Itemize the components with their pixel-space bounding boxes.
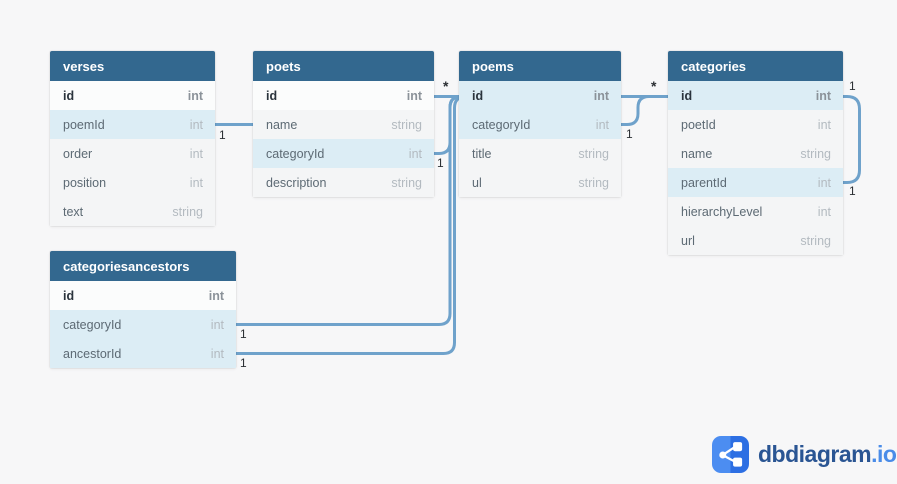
- field-row-verses-id[interactable]: id int: [50, 81, 215, 110]
- field-name: name: [681, 146, 713, 161]
- field-row-categoriesancestors-id[interactable]: id int: [50, 281, 236, 310]
- table-poets[interactable]: poets id int name string categoryId int …: [253, 51, 434, 197]
- dbdiagram-logo-icon: [712, 436, 749, 473]
- field-type: int: [406, 88, 422, 103]
- table-header[interactable]: verses: [50, 51, 215, 81]
- share-branch-icon: [719, 442, 743, 467]
- field-row-poets-description[interactable]: description string: [253, 168, 434, 197]
- field-name: categoryId: [266, 146, 325, 161]
- field-type: int: [187, 88, 203, 103]
- table-categoriesancestors[interactable]: categoriesancestors id int categoryId in…: [50, 251, 236, 368]
- table-title: categories: [681, 58, 747, 74]
- field-name: title: [472, 146, 492, 161]
- field-row-poems-ul[interactable]: ul string: [459, 168, 621, 197]
- table-header[interactable]: poets: [253, 51, 434, 81]
- field-row-categories-parentId[interactable]: parentId int: [668, 168, 843, 197]
- field-row-verses-poemId[interactable]: poemId int: [50, 110, 215, 139]
- field-type: int: [408, 146, 422, 161]
- field-row-poems-categoryId[interactable]: categoryId int: [459, 110, 621, 139]
- field-type: int: [817, 175, 831, 190]
- field-type: string: [578, 146, 609, 161]
- field-type: string: [391, 175, 422, 190]
- logo-tld: .io: [871, 441, 897, 467]
- field-name: id: [472, 88, 484, 103]
- field-name: order: [63, 146, 93, 161]
- relationship-line-categories-self[interactable]: [843, 95, 861, 184]
- field-row-verses-order[interactable]: order int: [50, 139, 215, 168]
- field-type: int: [593, 88, 609, 103]
- field-row-poems-id[interactable]: id int: [459, 81, 621, 110]
- field-row-categories-id[interactable]: id int: [668, 81, 843, 110]
- field-name: text: [63, 204, 84, 219]
- field-name: parentId: [681, 175, 727, 190]
- table-title: poems: [472, 58, 514, 74]
- field-row-categories-poetId[interactable]: poetId int: [668, 110, 843, 139]
- field-name: id: [681, 88, 693, 103]
- table-verses[interactable]: verses id int poemId int order int posit…: [50, 51, 215, 226]
- field-name: position: [63, 175, 107, 190]
- table-poems[interactable]: poems id int categoryId int title string…: [459, 51, 621, 197]
- field-name: url: [681, 233, 695, 248]
- table-body: id int poemId int order int position int…: [50, 81, 215, 226]
- field-row-verses-text[interactable]: text string: [50, 197, 215, 226]
- field-row-poets-name[interactable]: name string: [253, 110, 434, 139]
- field-row-verses-position[interactable]: position int: [50, 168, 215, 197]
- field-name: categoryId: [472, 117, 531, 132]
- table-body: id int categoryId int ancestorId int: [50, 281, 236, 368]
- relationship-line-categoriesancestors-categoryid-categories[interactable]: [236, 95, 668, 326]
- table-body: id int name string categoryId int descri…: [253, 81, 434, 197]
- field-name: id: [63, 88, 75, 103]
- table-body: id int poetId int name string parentId i…: [668, 81, 843, 255]
- field-row-categoriesancestors-categoryId[interactable]: categoryId int: [50, 310, 236, 339]
- relationship-line-poems-categories[interactable]: [621, 95, 668, 126]
- logo-brand: dbdiagram: [758, 441, 872, 467]
- field-name: description: [266, 175, 327, 190]
- field-name: hierarchyLevel: [681, 204, 763, 219]
- field-type: int: [210, 317, 224, 332]
- field-type: string: [172, 204, 203, 219]
- field-type: int: [189, 175, 203, 190]
- field-type: int: [208, 288, 224, 303]
- field-type: int: [189, 117, 203, 132]
- field-type: int: [189, 146, 203, 161]
- field-name: ancestorId: [63, 346, 122, 361]
- field-type: string: [800, 233, 831, 248]
- field-name: ul: [472, 175, 482, 190]
- field-row-categoriesancestors-ancestorId[interactable]: ancestorId int: [50, 339, 236, 368]
- field-row-categories-hierarchyLevel[interactable]: hierarchyLevel int: [668, 197, 843, 226]
- table-body: id int categoryId int title string ul st…: [459, 81, 621, 197]
- field-row-categories-name[interactable]: name string: [668, 139, 843, 168]
- field-type: int: [817, 117, 831, 132]
- table-header[interactable]: categories: [668, 51, 843, 81]
- field-row-categories-url[interactable]: url string: [668, 226, 843, 255]
- table-categories[interactable]: categories id int poetId int name string…: [668, 51, 843, 255]
- field-type: int: [817, 204, 831, 219]
- dbdiagram-logo-text: dbdiagram.io: [758, 441, 897, 468]
- table-header[interactable]: categoriesancestors: [50, 251, 236, 281]
- field-type: string: [800, 146, 831, 161]
- field-name: name: [266, 117, 298, 132]
- field-row-poets-id[interactable]: id int: [253, 81, 434, 110]
- field-row-poems-title[interactable]: title string: [459, 139, 621, 168]
- dbdiagram-logo[interactable]: dbdiagram.io: [712, 436, 897, 473]
- field-name: id: [266, 88, 278, 103]
- field-row-poets-categoryId[interactable]: categoryId int: [253, 139, 434, 168]
- field-type: string: [391, 117, 422, 132]
- field-name: poemId: [63, 117, 105, 132]
- table-title: verses: [63, 58, 105, 74]
- field-type: int: [595, 117, 609, 132]
- table-header[interactable]: poems: [459, 51, 621, 81]
- field-name: categoryId: [63, 317, 122, 332]
- table-title: categoriesancestors: [63, 258, 190, 274]
- field-type: int: [815, 88, 831, 103]
- field-name: poetId: [681, 117, 716, 132]
- field-name: id: [63, 288, 75, 303]
- table-title: poets: [266, 58, 301, 74]
- field-type: string: [578, 175, 609, 190]
- field-type: int: [210, 346, 224, 361]
